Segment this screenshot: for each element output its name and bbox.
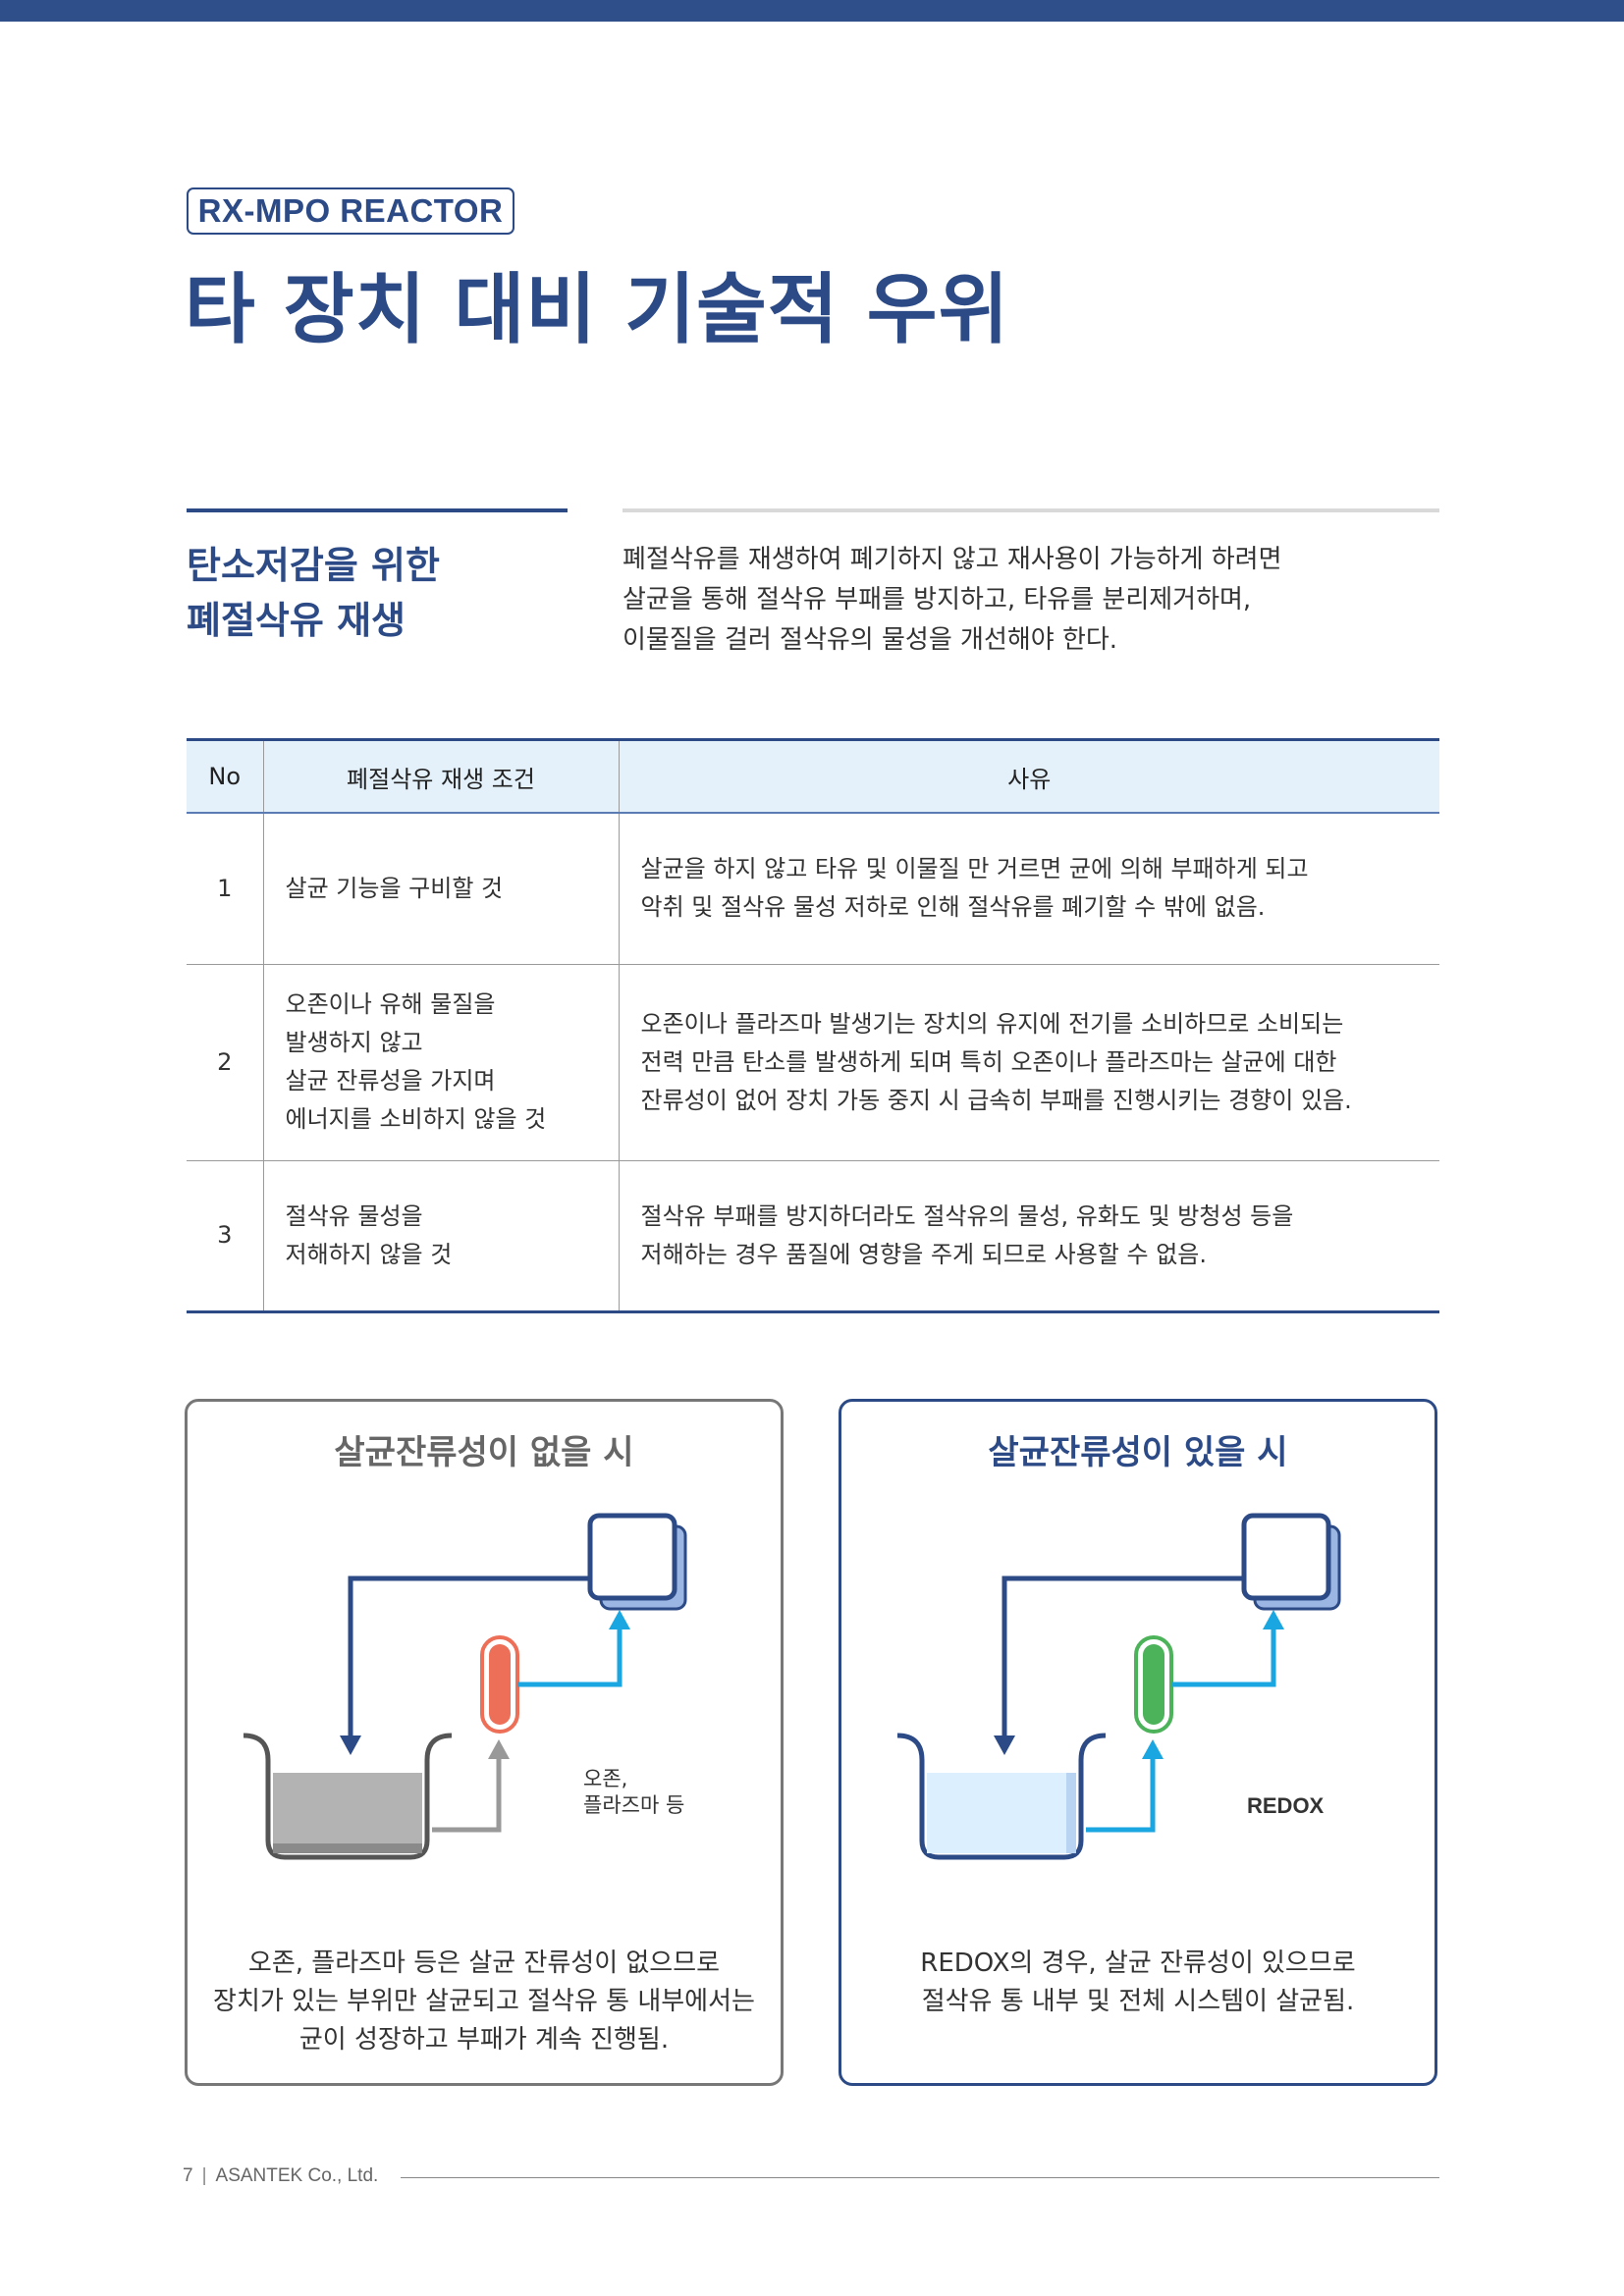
row-number: 2 (187, 964, 263, 1161)
tank-liquid (927, 1773, 1076, 1853)
caption-line: 균이 성장하고 부패가 계속 진행됨. (298, 2025, 670, 2055)
device-label: 오존, (583, 1767, 627, 1790)
condition-line: 발생하지 않고 (285, 1029, 423, 1056)
table-row: 1 살균 기능을 구비할 것 살균을 하지 않고 타유 및 이물질 만 거르면 … (187, 813, 1439, 965)
intro-line: 폐절삭유를 재생하여 폐기하지 않고 재사용이 가능하게 하려면 (623, 545, 1282, 574)
device-inner (489, 1644, 511, 1725)
panel-caption: REDOX의 경우, 살균 잔류성이 있으므로 절삭유 통 내부 및 전체 시스… (841, 1945, 1435, 2021)
row-number: 1 (187, 813, 263, 965)
condition-line: 에너지를 소비하지 않을 것 (285, 1105, 547, 1133)
reason-line: 오존이나 플라즈마 발생기는 장치의 유지에 전기를 소비하므로 소비되는 (640, 1009, 1344, 1038)
panel-caption: 오존, 플라즈마 등은 살균 잔류성이 없으므로 장치가 있는 부위만 살균되고… (188, 1945, 781, 2059)
footer-separator: | (201, 2165, 207, 2186)
condition-line: 오존이나 유해 물질을 (285, 990, 496, 1018)
subheading-rule (187, 508, 568, 512)
return-pipe (348, 1575, 593, 1738)
reason-cell: 절삭유 부패를 방지하더라도 절삭유의 물성, 유화도 및 방청성 등을 저해하… (618, 1160, 1439, 1311)
outlet-arrowhead (1263, 1610, 1284, 1629)
return-arrowhead (994, 1735, 1015, 1755)
reason-line: 절삭유 부패를 방지하더라도 절삭유의 물성, 유화도 및 방청성 등을 (640, 1201, 1294, 1230)
reason-line: 잔류성이 없어 장치 가동 중지 시 급속히 부패를 진행시키는 경향이 있음. (640, 1086, 1352, 1114)
tank-shade (273, 1843, 422, 1853)
outlet-arrowhead (609, 1610, 630, 1629)
outlet-pipe (1171, 1628, 1276, 1687)
section-subheading: 탄소저감을 위한 폐절삭유 재생 (187, 538, 599, 648)
reason-line: 전력 만큼 탄소를 발생하게 되며 특히 오존이나 플라즈마는 살균에 대한 (640, 1047, 1337, 1076)
row-number: 3 (217, 1221, 233, 1249)
device-label: 플라즈마 등 (583, 1793, 684, 1817)
panel-with-residual: 살균잔류성이 있을 시 REDOX REDOX의 경우, 살균 잔류성이 있으므… (839, 1399, 1437, 2086)
intro-line: 이물질을 걸러 절삭유의 물성을 개선해야 한다. (623, 625, 1118, 655)
condition-cell: 절삭유 물성을 저해하지 않을 것 (262, 1160, 619, 1311)
page-number: 7 (183, 2165, 193, 2186)
return-arrowhead (340, 1735, 361, 1755)
column-header-condition: 폐절삭유 재생 조건 (262, 739, 619, 814)
company-name: ASANTEK Co., Ltd. (215, 2165, 379, 2186)
treatment-box (587, 1513, 677, 1601)
condition-line: 살균 기능을 구비할 것 (285, 874, 504, 902)
subheading-line: 탄소저감을 위한 (187, 544, 440, 587)
intro-line: 살균을 통해 절삭유 부패를 방지하고, 타유를 분리제거하며, (623, 585, 1252, 614)
intro-paragraph: 폐절삭유를 재생하여 폐기하지 않고 재사용이 가능하게 하려면 살균을 통해 … (623, 540, 1447, 661)
footer-rule (401, 2177, 1439, 2178)
device-label: REDOX (1247, 1793, 1325, 1818)
reason-cell: 살균을 하지 않고 타유 및 이물질 만 거르면 균에 의해 부패하게 되고 악… (618, 813, 1439, 965)
outlet-pipe (517, 1628, 623, 1687)
table-row: 2 오존이나 유해 물질을 발생하지 않고 살균 잔류성을 가지며 에너지를 소… (187, 964, 1439, 1161)
inlet-pipe (1086, 1757, 1156, 1833)
caption-line: 장치가 있는 부위만 살균되고 절삭유 통 내부에서는 (213, 1987, 755, 2016)
subheading-line: 폐절삭유 재생 (187, 599, 406, 642)
conditions-table: No 폐절삭유 재생 조건 사유 1 살균 기능을 구비할 것 살균을 하지 않… (187, 738, 1439, 1313)
reason-line: 살균을 하지 않고 타유 및 이물질 만 거르면 균에 의해 부패하게 되고 (640, 855, 1309, 883)
device-inner (1143, 1644, 1164, 1725)
panel-no-residual: 살균잔류성이 없을 시 오존, 플라즈마 등 오존, 플라즈마 등은 살균 잔류… (185, 1399, 784, 2086)
no-residual-diagram: 오존, 플라즈마 등 (243, 1513, 687, 1860)
reason-cell: 오존이나 플라즈마 발생기는 장치의 유지에 전기를 소비하므로 소비되는 전력… (618, 964, 1439, 1161)
reason-line: 악취 및 절삭유 물성 저하로 인해 절삭유를 폐기할 수 밖에 없음. (640, 893, 1266, 922)
caption-line: 오존, 플라즈마 등은 살균 잔류성이 없으므로 (247, 1949, 721, 1978)
return-pipe (1001, 1575, 1247, 1738)
tank-rim (243, 1733, 453, 1860)
condition-cell: 살균 기능을 구비할 것 (262, 813, 619, 965)
tank-shade (1066, 1773, 1076, 1853)
column-header-reason: 사유 (618, 739, 1439, 814)
with-residual-diagram: REDOX (896, 1513, 1341, 1860)
top-color-bar (0, 0, 1624, 22)
page-footer: 7 | ASANTEK Co., Ltd. (183, 2165, 378, 2187)
condition-line: 저해하지 않을 것 (285, 1240, 453, 1268)
product-tag: RX-MPO REACTOR (187, 187, 514, 235)
treatment-box (1241, 1513, 1331, 1601)
tank-liquid (273, 1773, 422, 1853)
table-header-row: No 폐절삭유 재생 조건 사유 (187, 739, 1439, 814)
condition-cell: 오존이나 유해 물질을 발생하지 않고 살균 잔류성을 가지며 에너지를 소비하… (262, 964, 619, 1161)
inlet-arrowhead (488, 1739, 510, 1759)
intro-rule (623, 508, 1439, 512)
inlet-pipe (432, 1757, 502, 1833)
tank-rim (896, 1733, 1107, 1860)
column-header-no: No (187, 739, 263, 814)
page-title: 타 장치 대비 기술적 우위 (185, 266, 1010, 354)
inlet-arrowhead (1142, 1739, 1164, 1759)
table-row: 3 절삭유 물성을 저해하지 않을 것 절삭유 부패를 방지하더라도 절삭유의 … (187, 1160, 1439, 1311)
condition-line: 절삭유 물성을 (285, 1201, 423, 1230)
caption-line: 절삭유 통 내부 및 전체 시스템이 살균됨. (921, 1987, 1355, 2016)
reason-line: 저해하는 경우 품질에 영향을 주게 되므로 사용할 수 없음. (640, 1240, 1208, 1268)
panel-title: 살균잔류성이 있을 시 (988, 1433, 1288, 1472)
caption-line: REDOX의 경우, 살균 잔류성이 있으므로 (920, 1949, 1356, 1978)
panel-title: 살균잔류성이 없을 시 (334, 1433, 634, 1472)
condition-line: 살균 잔류성을 가지며 (285, 1067, 496, 1095)
